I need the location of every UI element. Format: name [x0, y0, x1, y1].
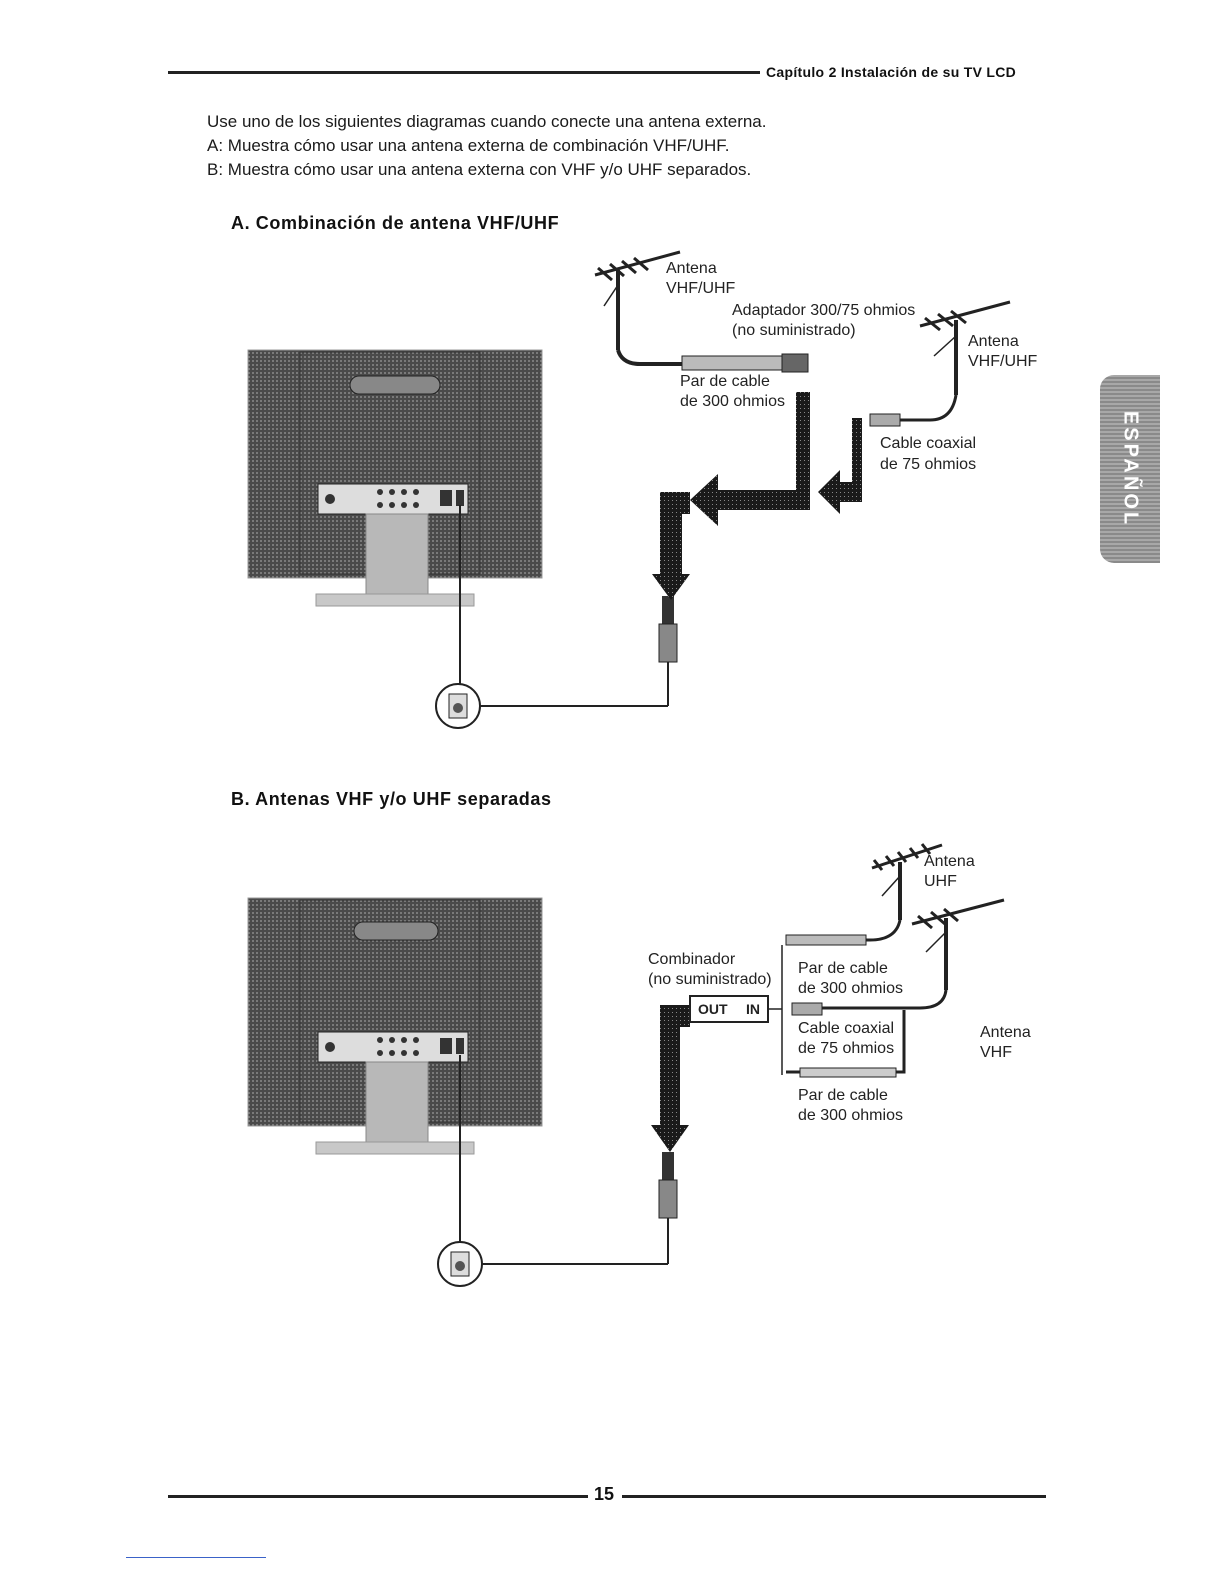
tv-back-a: [247, 349, 543, 607]
combiner-leads: [768, 945, 783, 1075]
combiner-out-label: OUT: [698, 1001, 728, 1017]
rf-connection-b: [459, 1055, 669, 1265]
header-rule: [168, 71, 760, 74]
pair-cable-label-line1: Par de cable: [680, 373, 770, 390]
signal-arrows-a: [652, 392, 862, 600]
twin-lead-vhf: [786, 1010, 906, 1078]
tv-back-b: [247, 897, 543, 1155]
vhf-label-line2: VHF: [980, 1044, 1012, 1061]
section-b-title: B. Antenas VHF y/o UHF separadas: [231, 789, 552, 809]
pair1-label-line1: Par de cable: [798, 960, 888, 977]
antenna-vhf-uhf-1-icon: [594, 250, 690, 366]
twin-lead-uhf: [785, 934, 867, 946]
language-tab: ESPAÑOL: [1100, 375, 1160, 563]
uhf-label-line2: UHF: [924, 873, 957, 890]
chapter-header: Capítulo 2 Instalación de su TV LCD: [766, 64, 1017, 80]
antenna-2-label-line2: VHF/UHF: [968, 353, 1038, 370]
combiner-box: OUT IN: [689, 995, 769, 1023]
adapter-icon: [681, 353, 809, 373]
uhf-label-line1: Antena: [924, 853, 975, 870]
combiner-label-line1: Combinador: [648, 951, 736, 968]
pair1-label-line2: de 300 ohmios: [798, 980, 903, 997]
coax-plug-a: [658, 596, 678, 663]
coax-label-line1: Cable coaxial: [880, 435, 976, 452]
coax-plug-b: [658, 1152, 678, 1219]
pair-cable-label-line2: de 300 ohmios: [680, 393, 785, 410]
antenna-1-label-line2: VHF/UHF: [666, 280, 736, 297]
coax-b-label-line1: Cable coaxial: [798, 1020, 894, 1037]
diagram-b: OUT IN Antena UHF Combina: [247, 843, 1031, 1287]
section-a-title: A. Combinación de antena VHF/UHF: [231, 213, 560, 233]
antenna-uhf-icon: [786, 843, 943, 942]
footer-rule-right: [622, 1495, 1046, 1498]
pair2-label-line2: de 300 ohmios: [798, 1107, 903, 1124]
antenna-2-label-line1: Antena: [968, 333, 1019, 350]
antenna-jack-icon: [435, 683, 481, 729]
signal-arrow-b: [651, 1005, 690, 1152]
antenna-vhf-icon: [820, 898, 1005, 1010]
coax-connector-a: [869, 413, 901, 427]
intro-line-1: Use uno de los siguientes diagramas cuan…: [207, 112, 767, 131]
antenna-jack-icon: [437, 1241, 483, 1287]
bottom-underline: [126, 1557, 266, 1558]
rf-connection-a: [459, 505, 669, 707]
antenna-1-label-line1: Antena: [666, 260, 717, 277]
antenna-vhf-uhf-2-icon: [900, 300, 1011, 422]
intro-text: Use uno de los siguientes diagramas cuan…: [207, 110, 767, 182]
adapter-label-line2: (no suministrado): [732, 322, 856, 339]
combiner-label-line2: (no suministrado): [648, 971, 772, 988]
intro-line-2: A: Muestra cómo usar una antena externa …: [207, 136, 730, 155]
adapter-label-line1: Adaptador 300/75 ohmios: [732, 302, 915, 319]
coax-b-label-line2: de 75 ohmios: [798, 1040, 894, 1057]
diagram-a: Antena VHF/UHF Adaptador 300/75 ohmios (…: [247, 250, 1038, 729]
combiner-in-label: IN: [746, 1001, 760, 1017]
footer-rule-left: [168, 1495, 588, 1498]
coax-connector-b: [791, 1002, 823, 1016]
vhf-label-line1: Antena: [980, 1024, 1031, 1041]
intro-line-3: B: Muestra cómo usar una antena externa …: [207, 160, 752, 179]
pair2-label-line1: Par de cable: [798, 1087, 888, 1104]
coax-label-line2: de 75 ohmios: [880, 456, 976, 473]
page-number: 15: [594, 1484, 615, 1504]
